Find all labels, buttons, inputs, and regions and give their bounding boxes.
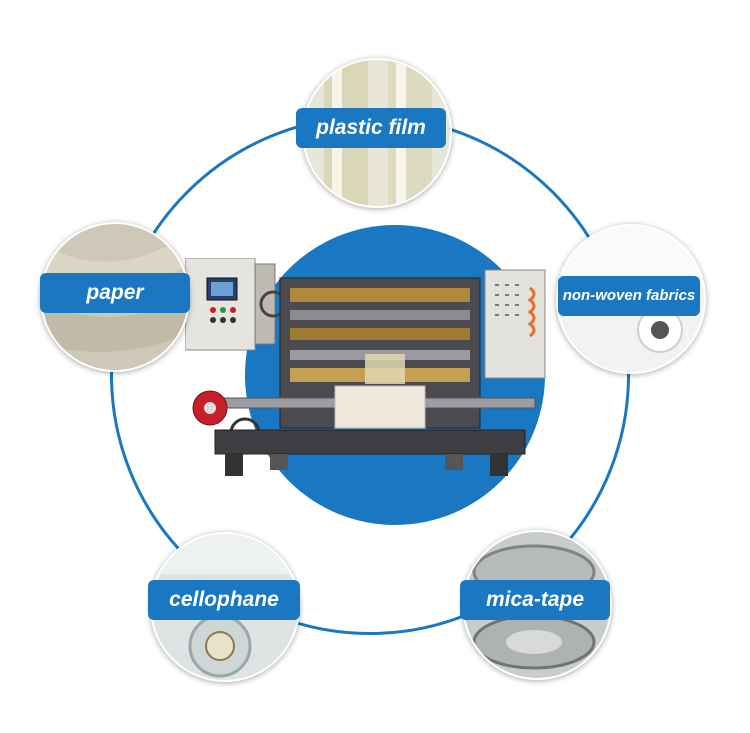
- slitting-machine-image: [185, 258, 546, 476]
- plastic-film-label: plastic film: [296, 108, 446, 148]
- cellophane-label: cellophane: [148, 580, 300, 620]
- non-woven-fabrics-label: non-woven fabrics: [558, 276, 700, 316]
- mica-tape-label: mica-tape: [460, 580, 610, 620]
- paper-label: paper: [40, 273, 190, 313]
